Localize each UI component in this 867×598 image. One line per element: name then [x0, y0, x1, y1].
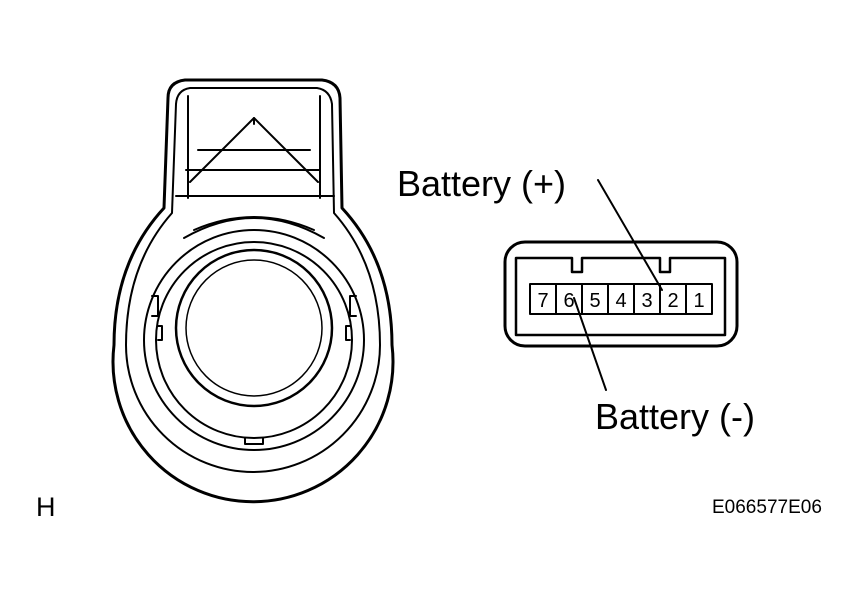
battery-plus-leader [597, 179, 663, 291]
sensor-housing [111, 78, 395, 504]
pin-number: 1 [693, 290, 704, 312]
figure-code: E066577E06 [712, 497, 822, 518]
sensor-face [143, 216, 365, 451]
pin-number: 4 [615, 290, 626, 312]
pin-number: 3 [641, 290, 652, 312]
sensor-top-arrow [185, 117, 321, 183]
battery-minus-label: Battery (-) [595, 396, 756, 437]
pin-number: 5 [589, 290, 600, 312]
view-letter: H [36, 492, 56, 522]
pin-number: 6 [563, 290, 574, 312]
pin-number: 2 [667, 290, 678, 312]
battery-plus-label: Battery (+) [397, 163, 567, 204]
pin-number: 7 [537, 290, 548, 312]
battery-minus-leader [573, 297, 607, 391]
connector [503, 240, 739, 348]
